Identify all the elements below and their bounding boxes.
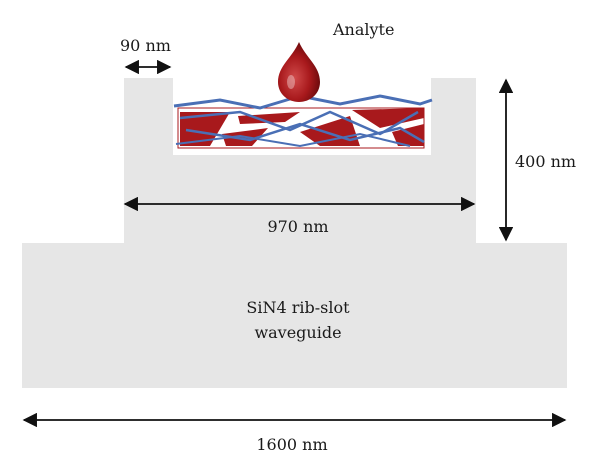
waveguide-slab	[22, 243, 567, 388]
ridge-width-label: 970 nm	[267, 217, 328, 236]
analyte-label: Analyte	[332, 20, 394, 39]
analyte-layer	[173, 94, 433, 149]
ridge-wall-width-label: 90 nm	[120, 36, 171, 55]
blood-drop-icon	[278, 42, 320, 102]
ridge-height-label: 400 nm	[515, 152, 576, 171]
waveguide-label-line2: waveguide	[254, 323, 341, 342]
waveguide-label-line1: SiN4 rib-slot	[246, 298, 350, 317]
base-width-label: 1600 nm	[256, 435, 327, 454]
